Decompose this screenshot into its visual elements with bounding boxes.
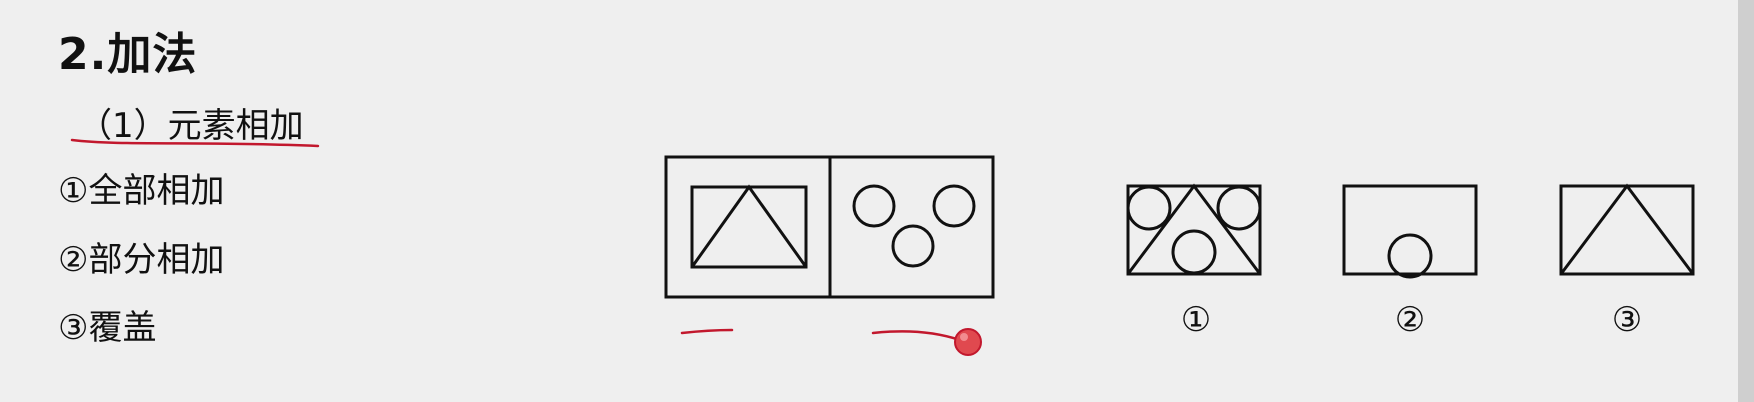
pointer-dot-highlight (960, 333, 968, 341)
option-2-figure (1342, 184, 1478, 279)
list-item-cover: ③覆盖 (58, 308, 157, 348)
option-3-figure (1559, 183, 1695, 276)
given-right-circle-3 (891, 224, 935, 268)
list-item-partial-add: ②部分相加 (58, 240, 225, 280)
given-left-triangle (690, 184, 808, 268)
option-3-label: ③ (1611, 300, 1643, 340)
given-right-circle-1 (852, 184, 896, 228)
section-subtitle: （1）元素相加 (78, 106, 304, 146)
slide-edge (1738, 0, 1754, 402)
pointer-dot (954, 328, 982, 356)
list-item-all-add: ①全部相加 (58, 171, 225, 211)
given-panel-right (828, 155, 995, 299)
annotation-mark-right (871, 330, 962, 342)
page-title: 2.加法 (58, 29, 198, 80)
given-panels (664, 155, 995, 299)
option-2-label: ② (1394, 300, 1426, 340)
option-1-label: ① (1180, 300, 1212, 340)
annotation-mark-left (680, 328, 734, 335)
annotation-underline-subtitle (70, 138, 320, 148)
given-left-inner-rect (690, 185, 808, 269)
option-1-figure (1126, 183, 1262, 276)
given-right-circle-2 (932, 184, 976, 228)
